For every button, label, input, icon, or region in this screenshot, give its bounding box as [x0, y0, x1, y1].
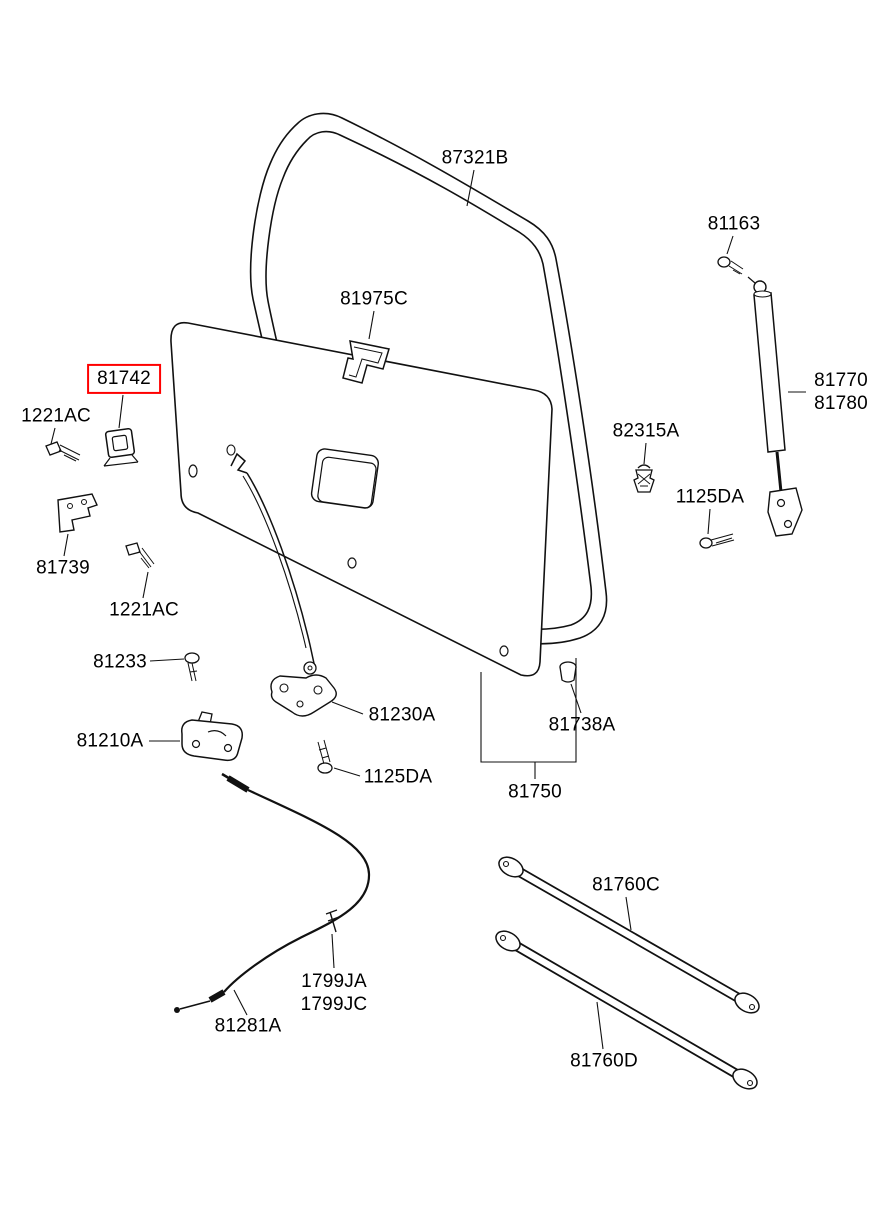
part-label-trim-panel[interactable]: 81750	[508, 781, 562, 803]
support-rod-lower-drawing	[495, 930, 758, 1090]
latch-screw-drawing	[184, 652, 200, 682]
part-label-cable-clip-b[interactable]: 1799JC	[300, 994, 368, 1015]
trim-panel-drawing	[170, 321, 553, 677]
cable-clip-drawing	[325, 909, 340, 933]
leader-lines	[50, 169, 806, 1050]
gas-lifter-drawing	[699, 256, 803, 549]
part-label-cable-clips: 1799JA 1799JC	[301, 970, 368, 1016]
part-label-lifter: 81770 81780	[814, 369, 868, 415]
part-label-lifter-lower[interactable]: 81780	[814, 393, 868, 414]
part-label-weatherstrip[interactable]: 87321B	[441, 147, 509, 169]
support-rod-upper-drawing	[498, 856, 760, 1014]
part-label-bracket-bolt[interactable]: 1221AC	[109, 599, 179, 621]
part-label-lifter-screw[interactable]: 81163	[707, 213, 761, 235]
part-label-cable-clip-a[interactable]: 1799JA	[301, 970, 367, 992]
part-label-lifter-upper[interactable]: 81770	[814, 369, 868, 391]
striker-bolt-drawing	[45, 441, 81, 462]
latch-drawing	[180, 711, 244, 762]
striker-drawing	[103, 427, 139, 467]
part-label-striker-bolt[interactable]: 1221AC	[21, 405, 91, 427]
part-label-bellcrank-bolt[interactable]: 1125DA	[363, 766, 433, 788]
part-label-guide-bracket[interactable]: 81739	[36, 557, 90, 579]
grommet-drawing	[633, 464, 655, 493]
bumper-drawing	[559, 661, 577, 683]
bellcrank-bolt-drawing	[317, 739, 333, 774]
part-label-holder-clip[interactable]: 81975C	[340, 288, 408, 310]
part-label-bumper[interactable]: 81738A	[548, 714, 616, 736]
part-label-latch[interactable]: 81210A	[76, 730, 144, 752]
part-label-latch-screw[interactable]: 81233	[93, 651, 147, 673]
part-label-bellcrank[interactable]: 81230A	[368, 704, 436, 726]
part-label-release-cable[interactable]: 81281A	[214, 1015, 282, 1037]
holder-clip-drawing	[342, 340, 390, 384]
part-label-rod-upper[interactable]: 81760C	[592, 874, 660, 896]
lifter-bolt-drawing	[699, 533, 735, 549]
part-label-grommet[interactable]: 82315A	[612, 420, 680, 442]
release-cable-drawing	[174, 772, 371, 1013]
linkage-rod-drawing	[226, 444, 316, 669]
lifter-screw-drawing	[717, 256, 744, 275]
bracket-bolt-drawing	[125, 542, 155, 569]
bellcrank-drawing	[270, 661, 337, 717]
part-label-lifter-bolt[interactable]: 1125DA	[675, 486, 745, 508]
part-label-rod-lower[interactable]: 81760D	[570, 1050, 638, 1072]
guide-bracket-drawing	[57, 493, 98, 533]
part-label-striker-highlighted[interactable]: 81742	[87, 363, 161, 395]
